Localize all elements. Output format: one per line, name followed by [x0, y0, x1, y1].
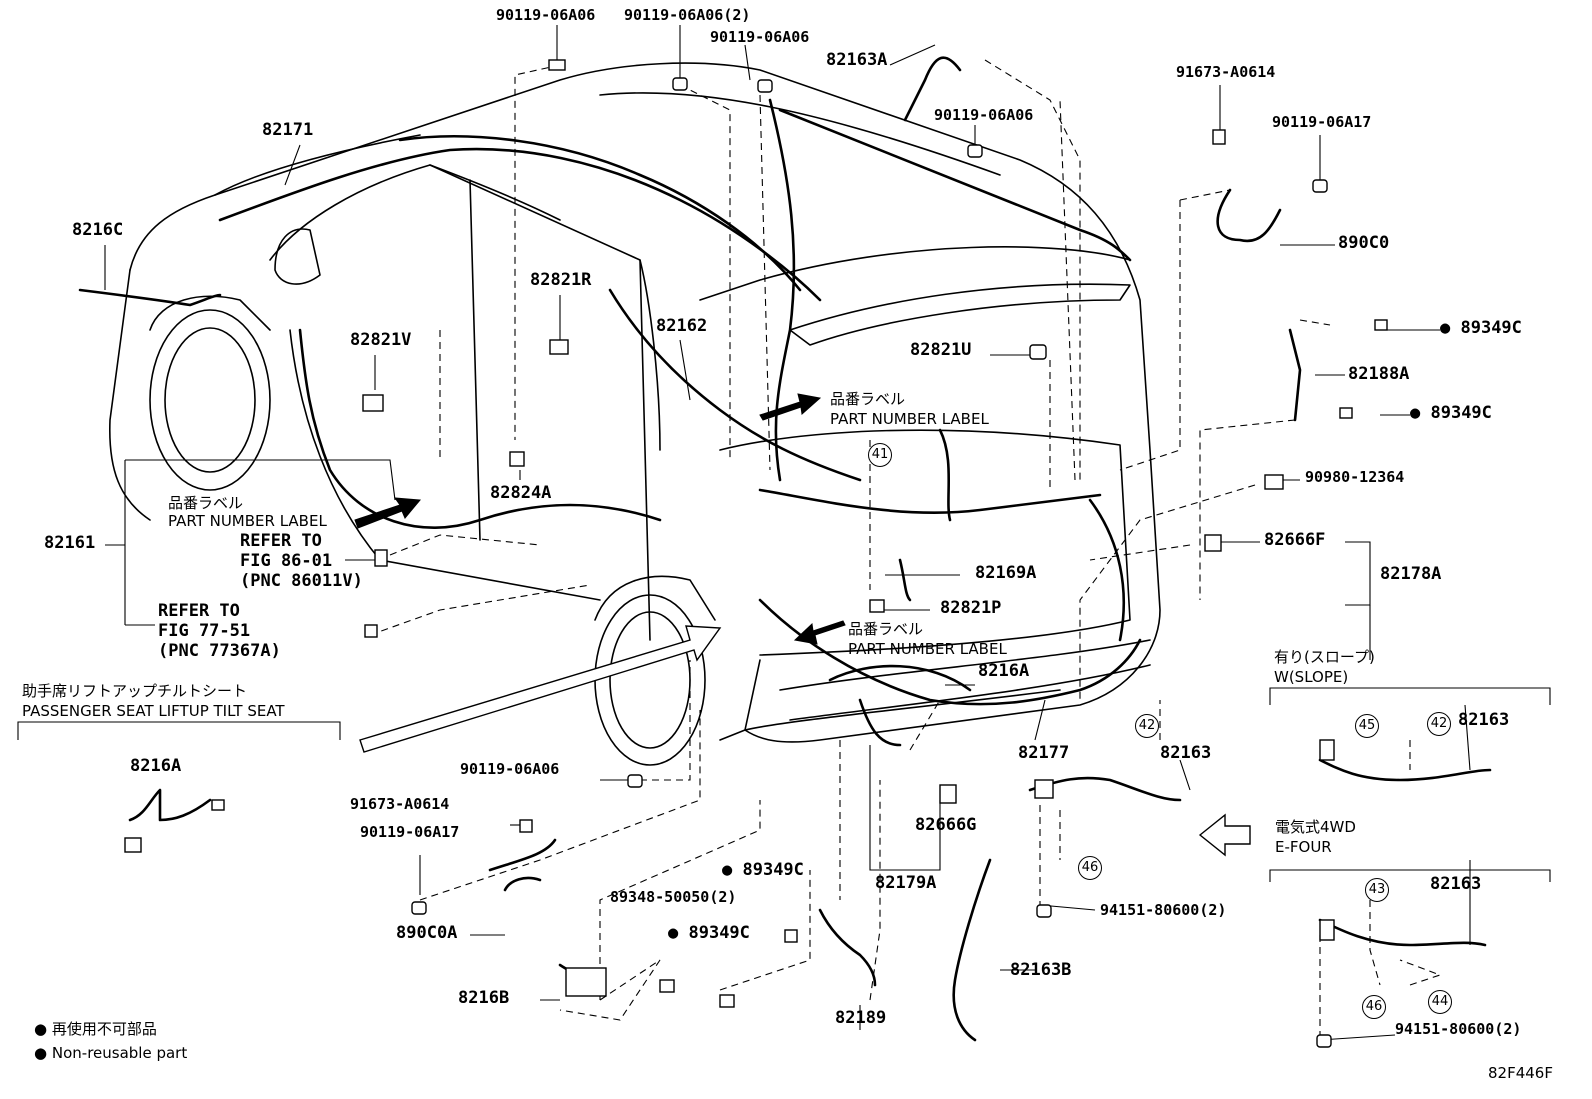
- part-label-82666F: 82666F: [1264, 530, 1326, 550]
- non-reusable-bullet-icon: ●: [34, 1044, 48, 1062]
- part-number-label-jp: 品番ラベル: [830, 390, 906, 408]
- part-label-8216C: 8216C: [72, 220, 124, 240]
- section-efour-jp: 電気式4WD: [1275, 818, 1356, 836]
- refer-note-line: FIG 86-01: [240, 551, 333, 571]
- part-label-82169A: 82169A: [975, 563, 1037, 583]
- part-label-90119-06A06: 90119-06A06: [460, 760, 560, 778]
- section-efour-en: E-FOUR: [1275, 838, 1332, 856]
- part-label-8216B: 8216B: [458, 988, 510, 1008]
- legend-en: ● Non-reusable part: [34, 1044, 188, 1062]
- part-label-890C0: 890C0: [1338, 233, 1390, 253]
- refer-note-line: (PNC 77367A): [158, 641, 281, 661]
- callout-circle: 46: [1362, 995, 1386, 1019]
- part-number-label-jp: 品番ラベル: [168, 494, 244, 512]
- section-slope-jp: 有り(スロープ): [1274, 648, 1375, 666]
- part-label-90119-06A06: 90119-06A06: [496, 6, 596, 24]
- part-label-82188A: 82188A: [1348, 364, 1410, 384]
- part-label-82178A: 82178A: [1380, 564, 1442, 584]
- part-label-90119-06A06: 90119-06A06: [710, 28, 810, 46]
- part-label-82163B: 82163B: [1010, 960, 1072, 980]
- part-label-82163A: 82163A: [826, 50, 888, 70]
- part-label-8216A: 8216A: [978, 661, 1030, 681]
- part-label-82163: 82163: [1458, 710, 1510, 730]
- part-label-82163: 82163: [1430, 874, 1482, 894]
- callout-circle: 44: [1428, 990, 1452, 1014]
- section-slope-en: W(SLOPE): [1274, 668, 1349, 686]
- part-label-90119-06A06: 90119-06A06: [934, 106, 1034, 124]
- part-number-label-en: PART NUMBER LABEL: [168, 512, 327, 530]
- callout-circle: 45: [1355, 714, 1379, 738]
- part-label-90980-12364: 90980-12364: [1305, 468, 1405, 486]
- part-label-89349C: ● 89349C: [1410, 403, 1492, 423]
- diagram-id: 82F446F: [1488, 1064, 1553, 1082]
- part-label-82163: 82163: [1160, 743, 1212, 763]
- part-label-82824A: 82824A: [490, 483, 552, 503]
- part-label-90119-06A17: 90119-06A17: [360, 823, 460, 841]
- part-label-890C0A: 890C0A: [396, 923, 458, 943]
- part-label-82821V: 82821V: [350, 330, 412, 350]
- part-label-89349C: ● 89349C: [668, 923, 750, 943]
- part-label-82171: 82171: [262, 120, 314, 140]
- part-label-94151-80600-2: 94151-80600(2): [1100, 901, 1227, 919]
- part-label-91673-A0614: 91673-A0614: [1176, 63, 1276, 81]
- part-label-82821U: 82821U: [910, 340, 972, 360]
- callout-circle: 41: [868, 443, 892, 467]
- part-label-82821R: 82821R: [530, 270, 592, 290]
- part-label-91673-A0614: 91673-A0614: [350, 795, 450, 813]
- part-label-89349C: ● 89349C: [722, 860, 804, 880]
- part-label-82189: 82189: [835, 1008, 887, 1028]
- callout-circle: 43: [1365, 878, 1389, 902]
- part-label-82161: 82161: [44, 533, 96, 553]
- legend-jp: ● 再使用不可部品: [34, 1020, 157, 1038]
- refer-note-line: FIG 77-51: [158, 621, 251, 641]
- part-label-90119-06A17: 90119-06A17: [1272, 113, 1372, 131]
- callout-circle: 42: [1135, 714, 1159, 738]
- section-seat-jp: 助手席リフトアップチルトシート: [22, 682, 248, 700]
- part-label-82821P: 82821P: [940, 598, 1002, 618]
- part-label-89349C: ● 89349C: [1440, 318, 1522, 338]
- part-number-label-en: PART NUMBER LABEL: [848, 640, 1007, 658]
- part-label-8216A: 8216A: [130, 756, 182, 776]
- part-label-82179A: 82179A: [875, 873, 937, 893]
- refer-note-line: REFER TO: [240, 531, 322, 551]
- part-label-94151-80600-2: 94151-80600(2): [1395, 1020, 1522, 1038]
- part-label-82666G: 82666G: [915, 815, 977, 835]
- part-number-label-en: PART NUMBER LABEL: [830, 410, 989, 428]
- part-label-82162: 82162: [656, 316, 708, 336]
- section-seat-en: PASSENGER SEAT LIFTUP TILT SEAT: [22, 702, 285, 720]
- part-label-90119-06A06-2: 90119-06A06(2): [624, 6, 751, 24]
- non-reusable-bullet-icon: ●: [34, 1020, 48, 1038]
- callout-circle: 46: [1078, 856, 1102, 880]
- refer-note-line: (PNC 86011V): [240, 571, 363, 591]
- refer-note-line: REFER TO: [158, 601, 240, 621]
- part-label-82177: 82177: [1018, 743, 1070, 763]
- callout-circle: 42: [1427, 712, 1451, 736]
- part-number-label-jp: 品番ラベル: [848, 620, 924, 638]
- part-label-89348-50050-2: 89348-50050(2): [610, 888, 737, 906]
